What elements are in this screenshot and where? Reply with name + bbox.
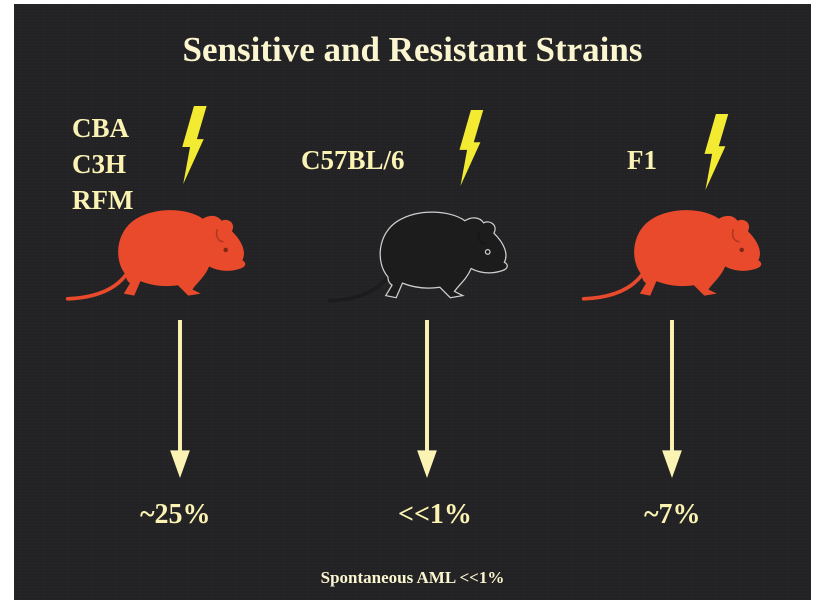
strain-label: F1	[627, 142, 657, 178]
mouse-icon	[320, 202, 514, 306]
mouse-icon	[574, 200, 768, 304]
slide: Sensitive and Resistant Strains CBA C3H …	[14, 4, 811, 600]
incidence-value: ~25%	[140, 499, 211, 531]
lightning-bolt-icon	[699, 114, 729, 190]
down-arrow-icon	[415, 320, 439, 478]
strain-label: C57BL/6	[301, 142, 405, 178]
strain-label: CBA	[72, 110, 133, 146]
down-arrow-icon	[168, 320, 192, 478]
incidence-value: ~7%	[644, 499, 701, 531]
strain-list-hybrid: F1	[627, 142, 657, 178]
footnote: Spontaneous AML <<1%	[14, 568, 811, 588]
strain-label: C3H	[72, 146, 133, 182]
slide-title: Sensitive and Resistant Strains	[14, 30, 811, 70]
lightning-bolt-icon	[454, 110, 484, 186]
mouse-icon	[58, 200, 252, 304]
down-arrow-icon	[660, 320, 684, 478]
incidence-value: <<1%	[398, 499, 472, 531]
strain-list-resistant: C57BL/6	[301, 142, 405, 178]
lightning-bolt-icon	[177, 106, 207, 184]
